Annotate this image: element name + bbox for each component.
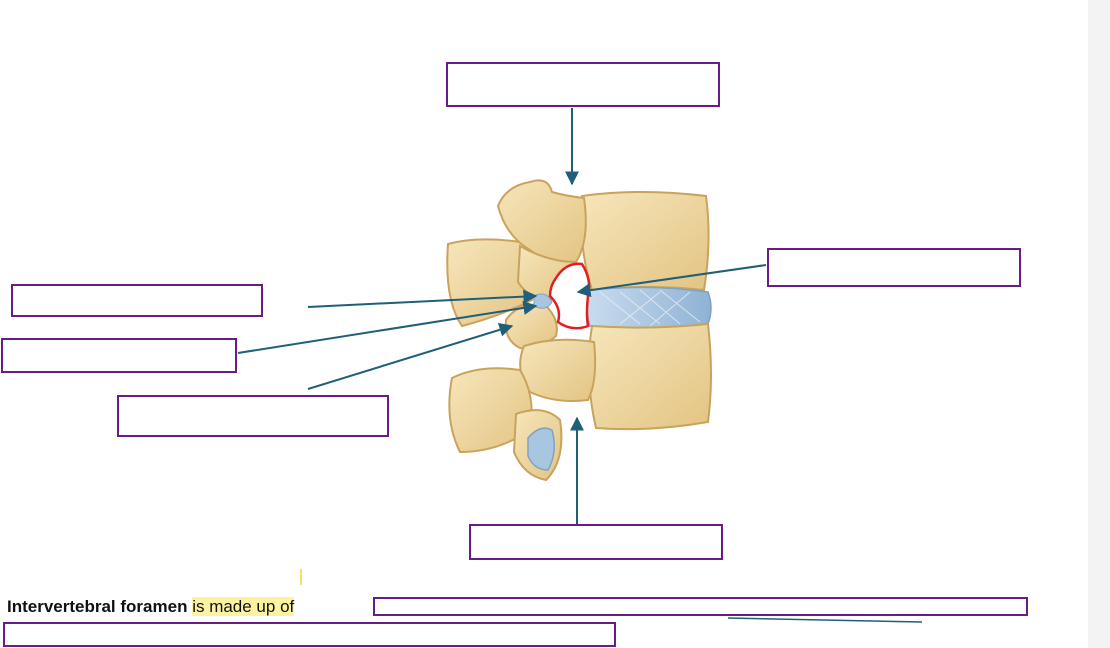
answer-box-line-1[interactable] [373, 597, 1028, 616]
page-edge-strip [1088, 0, 1110, 648]
disc-fibers [599, 289, 701, 327]
articular-facet-cartilage [527, 427, 555, 471]
text-cursor [300, 569, 302, 585]
arrow-left-1 [307, 289, 538, 308]
caption-highlight: is made up of [192, 597, 295, 616]
underline-mark [727, 617, 923, 623]
arrow-left-2 [237, 301, 538, 354]
label-box-bottom[interactable] [469, 524, 723, 560]
foramen-caption: Intervertebral foramen is made up of [7, 596, 295, 618]
arrow-left-3 [307, 323, 514, 390]
label-box-top[interactable] [446, 62, 720, 107]
label-box-left-1[interactable] [11, 284, 263, 317]
intervertebral-foramen [548, 262, 591, 330]
upper-vertebral-body [580, 191, 710, 292]
label-box-right[interactable] [767, 248, 1021, 287]
label-box-left-2[interactable] [1, 338, 237, 373]
caption-term: Intervertebral foramen [7, 597, 188, 616]
superior-articular-process [496, 179, 587, 264]
label-box-left-3[interactable] [117, 395, 389, 437]
arrow-right [576, 264, 767, 298]
lower-vertebral-body [587, 322, 712, 431]
intervertebral-disc [586, 286, 712, 329]
lower-pedicle [519, 338, 597, 402]
answer-box-line-2[interactable] [3, 622, 616, 647]
facet-joint [533, 293, 553, 309]
